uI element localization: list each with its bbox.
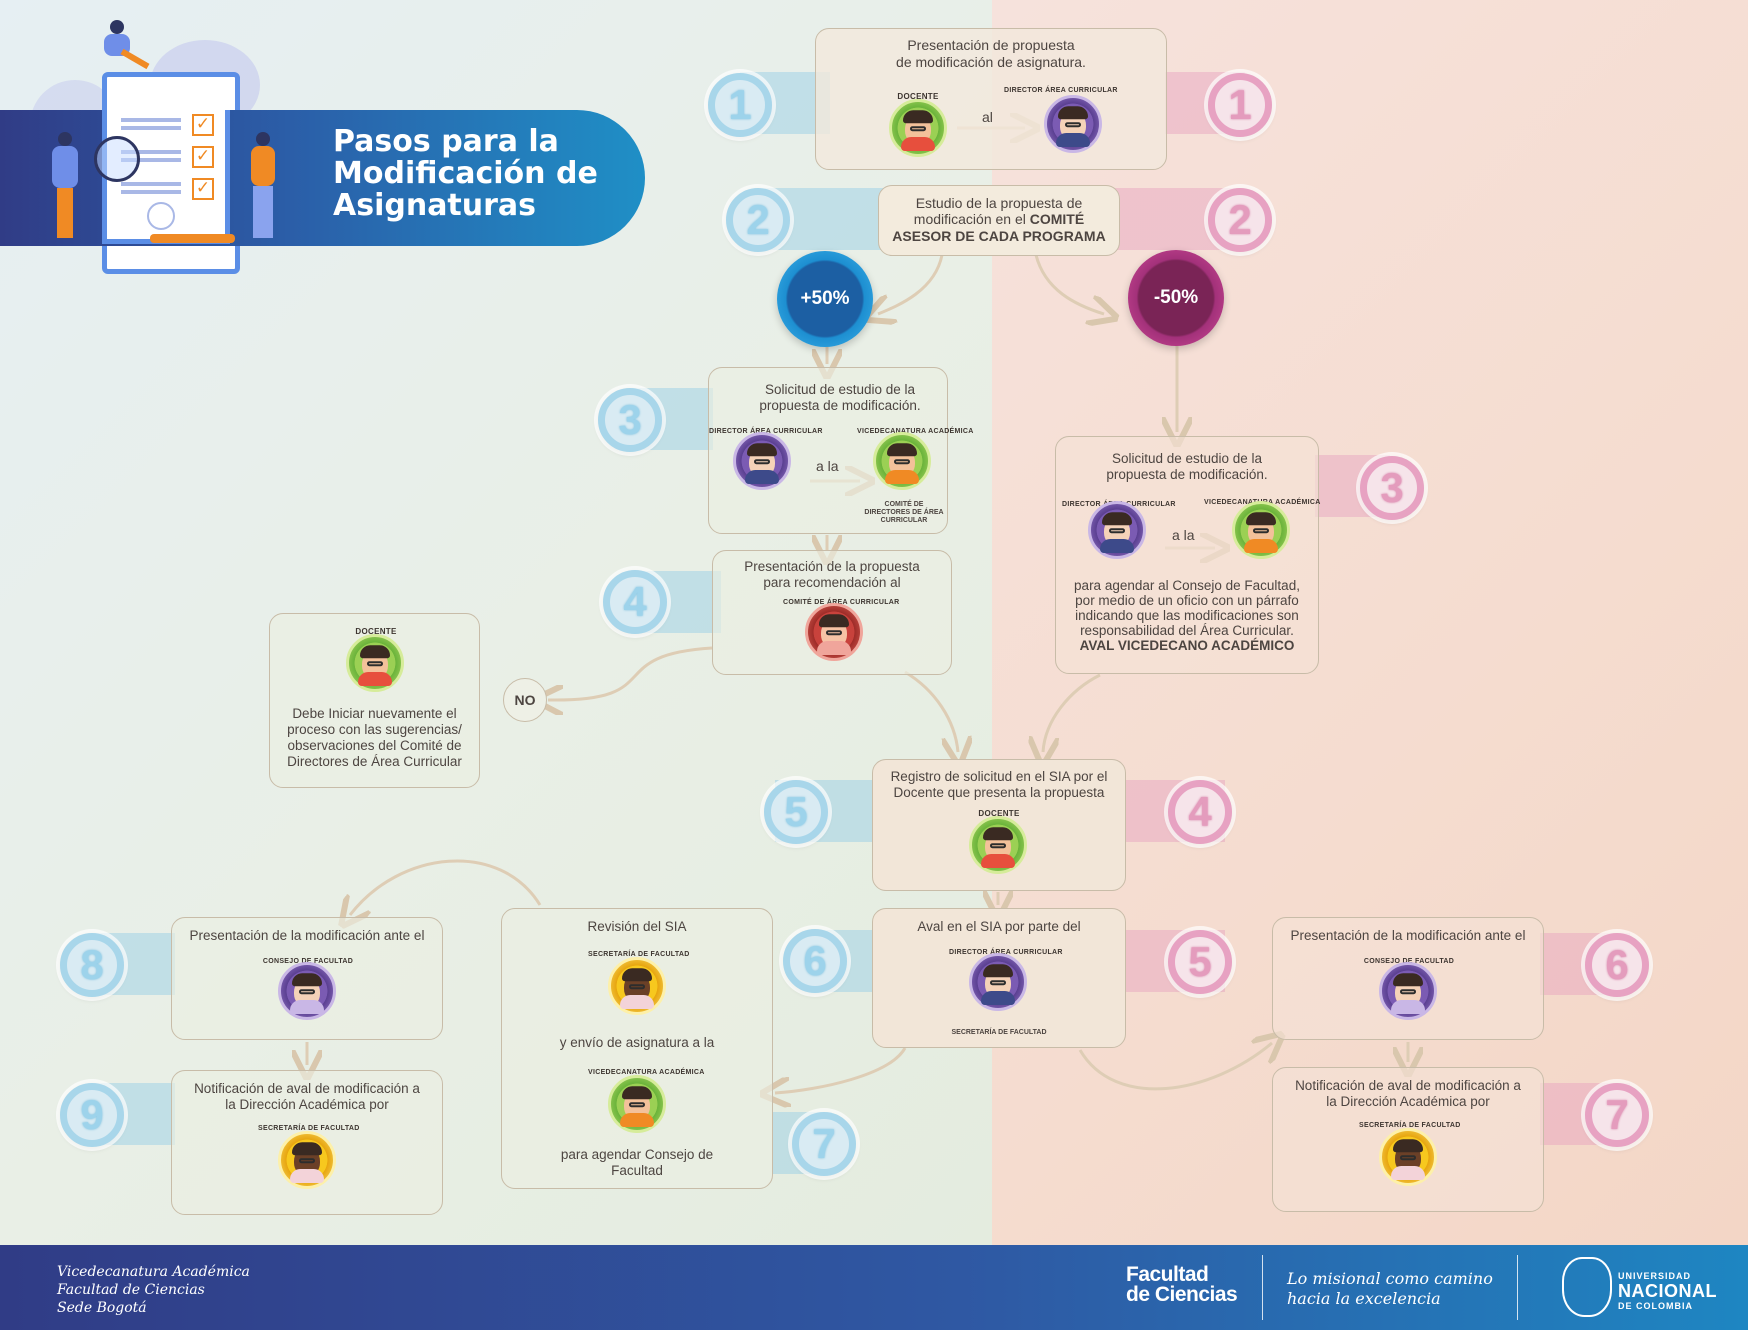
step-box-left-9: Notificación de aval de modificación a l… — [171, 1070, 443, 1215]
step-box-6: Aval en el SIA por parte del DIRECTOR ÁR… — [872, 908, 1126, 1048]
step-number-left-4: 4 — [603, 570, 667, 634]
role-label-docente: DOCENTE — [355, 627, 397, 636]
checkmark-icon: ✓ — [192, 114, 214, 136]
vicedecanatura-avatar — [1232, 501, 1290, 559]
step-number-right-6: 6 — [1585, 933, 1649, 997]
role-label-secretaria: SECRETARÍA DE FACULTAD — [258, 1125, 360, 1132]
footer-divider — [1262, 1255, 1263, 1320]
step-number-left-9: 9 — [60, 1083, 124, 1147]
branch-plus-50: +50% — [777, 251, 873, 347]
footer-brand: Facultad de Ciencias — [1126, 1263, 1238, 1306]
vicedecanatura-avatar — [608, 1075, 666, 1133]
step-number-right-1: 1 — [1208, 73, 1272, 137]
footer-divider — [1517, 1255, 1518, 1320]
docente-avatar — [969, 816, 1027, 874]
step-box-left-8: Presentación de la modificación ante el … — [171, 917, 443, 1040]
checkmark-icon: ✓ — [192, 146, 214, 168]
role-label-consejo: CONSEJO DE FACULTAD — [262, 958, 354, 965]
step-box-1: Presentación de propuesta de modificació… — [815, 28, 1167, 170]
arrow-s4-no — [548, 646, 713, 700]
arrow-s4-s5 — [904, 670, 958, 752]
arrow-r3-s5 — [1043, 673, 1101, 752]
comite-avatar — [805, 603, 863, 661]
step-number-left-5: 5 — [764, 780, 828, 844]
magnifier-icon — [94, 136, 140, 182]
restart-box: DOCENTE Debe Iniciar nuevamente el proce… — [269, 613, 480, 788]
director-avatar — [733, 432, 791, 490]
step-box-2: Estudio de la propuesta de modificación … — [878, 185, 1120, 256]
person-left-icon — [52, 132, 78, 242]
role-label-consejo: CONSEJO DE FACULTAD — [1363, 958, 1455, 965]
role-label-director: DIRECTOR ÁREA CURRICULAR — [949, 949, 1063, 956]
step-number-left-8: 8 — [60, 933, 124, 997]
step-box-left-3: Solicitud de estudio de la propuesta de … — [708, 367, 974, 534]
step-number-left-3: 3 — [598, 388, 662, 452]
step-box-right-3: Solicitud de estudio de la propuesta de … — [1055, 436, 1320, 674]
step-number-right-7: 7 — [1585, 1083, 1649, 1147]
footer: Vicedecanatura Académica Facultad de Cie… — [0, 1245, 1748, 1330]
step-box-5: Registro de solicitud en el SIA por el D… — [872, 759, 1126, 891]
role-label-director: DIRECTOR ÁREA CURRICULAR — [709, 428, 823, 435]
step-number-right-4: 4 — [1168, 780, 1232, 844]
step-box-right-7: Notificación de aval de modificación a l… — [1272, 1067, 1544, 1212]
docente-avatar — [346, 634, 404, 692]
role-label-vicedecanatura: VICEDECANATURA ACADÉMICA — [857, 428, 974, 435]
step-box-right-6: Presentación de la modificación ante el … — [1272, 917, 1544, 1040]
arrow-s2-plus — [878, 254, 944, 314]
role-label-director: DIRECTOR ÁREA CURRICULAR — [1004, 87, 1118, 94]
role-label-docente: DOCENTE — [897, 92, 939, 101]
arrow-s2-minus — [1034, 254, 1104, 314]
person-right-icon — [248, 132, 278, 242]
footer-slogan: Lo misional como camino hacia la excelen… — [1287, 1269, 1493, 1308]
step-number-left-6: 6 — [783, 929, 847, 993]
secretaria-avatar — [278, 1131, 336, 1189]
docente-avatar — [889, 99, 947, 157]
no-decision-circle: NO — [503, 678, 547, 722]
secretaria-avatar — [608, 957, 666, 1015]
role-label-secretaria: SECRETARÍA DE FACULTAD — [588, 951, 690, 958]
director-avatar — [969, 953, 1027, 1011]
vicedecanatura-avatar — [873, 432, 931, 490]
step-number-right-5: 5 — [1168, 930, 1232, 994]
arrow-s6-s7 — [775, 1047, 907, 1093]
person-laptop-icon — [100, 20, 150, 80]
step-number-right-3: 3 — [1360, 456, 1424, 520]
secretaria-avatar — [1379, 1128, 1437, 1186]
university-seal-icon — [1562, 1257, 1612, 1317]
page-title: Pasos para la Modificación de Asignatura… — [333, 124, 598, 223]
step-number-left-1: 1 — [708, 73, 772, 137]
arrow-s6-r6 — [1078, 1043, 1272, 1091]
role-label-docente: DOCENTE — [978, 809, 1020, 818]
checkmark-icon: ✓ — [192, 178, 214, 200]
connector-label-a-la: a la — [1172, 527, 1195, 543]
role-label-vicedecanatura: VICEDECANATURA ACADÉMICA — [588, 1069, 705, 1076]
connector-label-al: al — [982, 109, 993, 125]
consejo-avatar — [278, 962, 336, 1020]
footer-university: UNIVERSIDAD NACIONAL DE COLOMBIA — [1618, 1271, 1717, 1311]
step-number-left-2: 2 — [726, 188, 790, 252]
director-avatar — [1088, 501, 1146, 559]
role-label-comite: COMITÉ DE ÁREA CURRICULAR — [783, 599, 900, 606]
connector-label-a-la: a la — [816, 458, 839, 474]
step-box-left-7: Revisión del SIA SECRETARÍA DE FACULTAD … — [501, 908, 773, 1189]
step-number-right-2: 2 — [1208, 188, 1272, 252]
consejo-avatar — [1379, 962, 1437, 1020]
pencil-icon — [150, 234, 235, 243]
arrow-s7-s8 — [350, 859, 542, 915]
role-label-secretaria: SECRETARÍA DE FACULTAD — [1359, 1122, 1461, 1129]
branch-minus-50: -50% — [1128, 250, 1224, 346]
step-box-left-4: Presentación de la propuesta para recome… — [712, 550, 952, 675]
step-number-left-7: 7 — [792, 1112, 856, 1176]
director-avatar — [1044, 95, 1102, 153]
footer-dependency: Vicedecanatura Académica Facultad de Cie… — [57, 1264, 250, 1316]
